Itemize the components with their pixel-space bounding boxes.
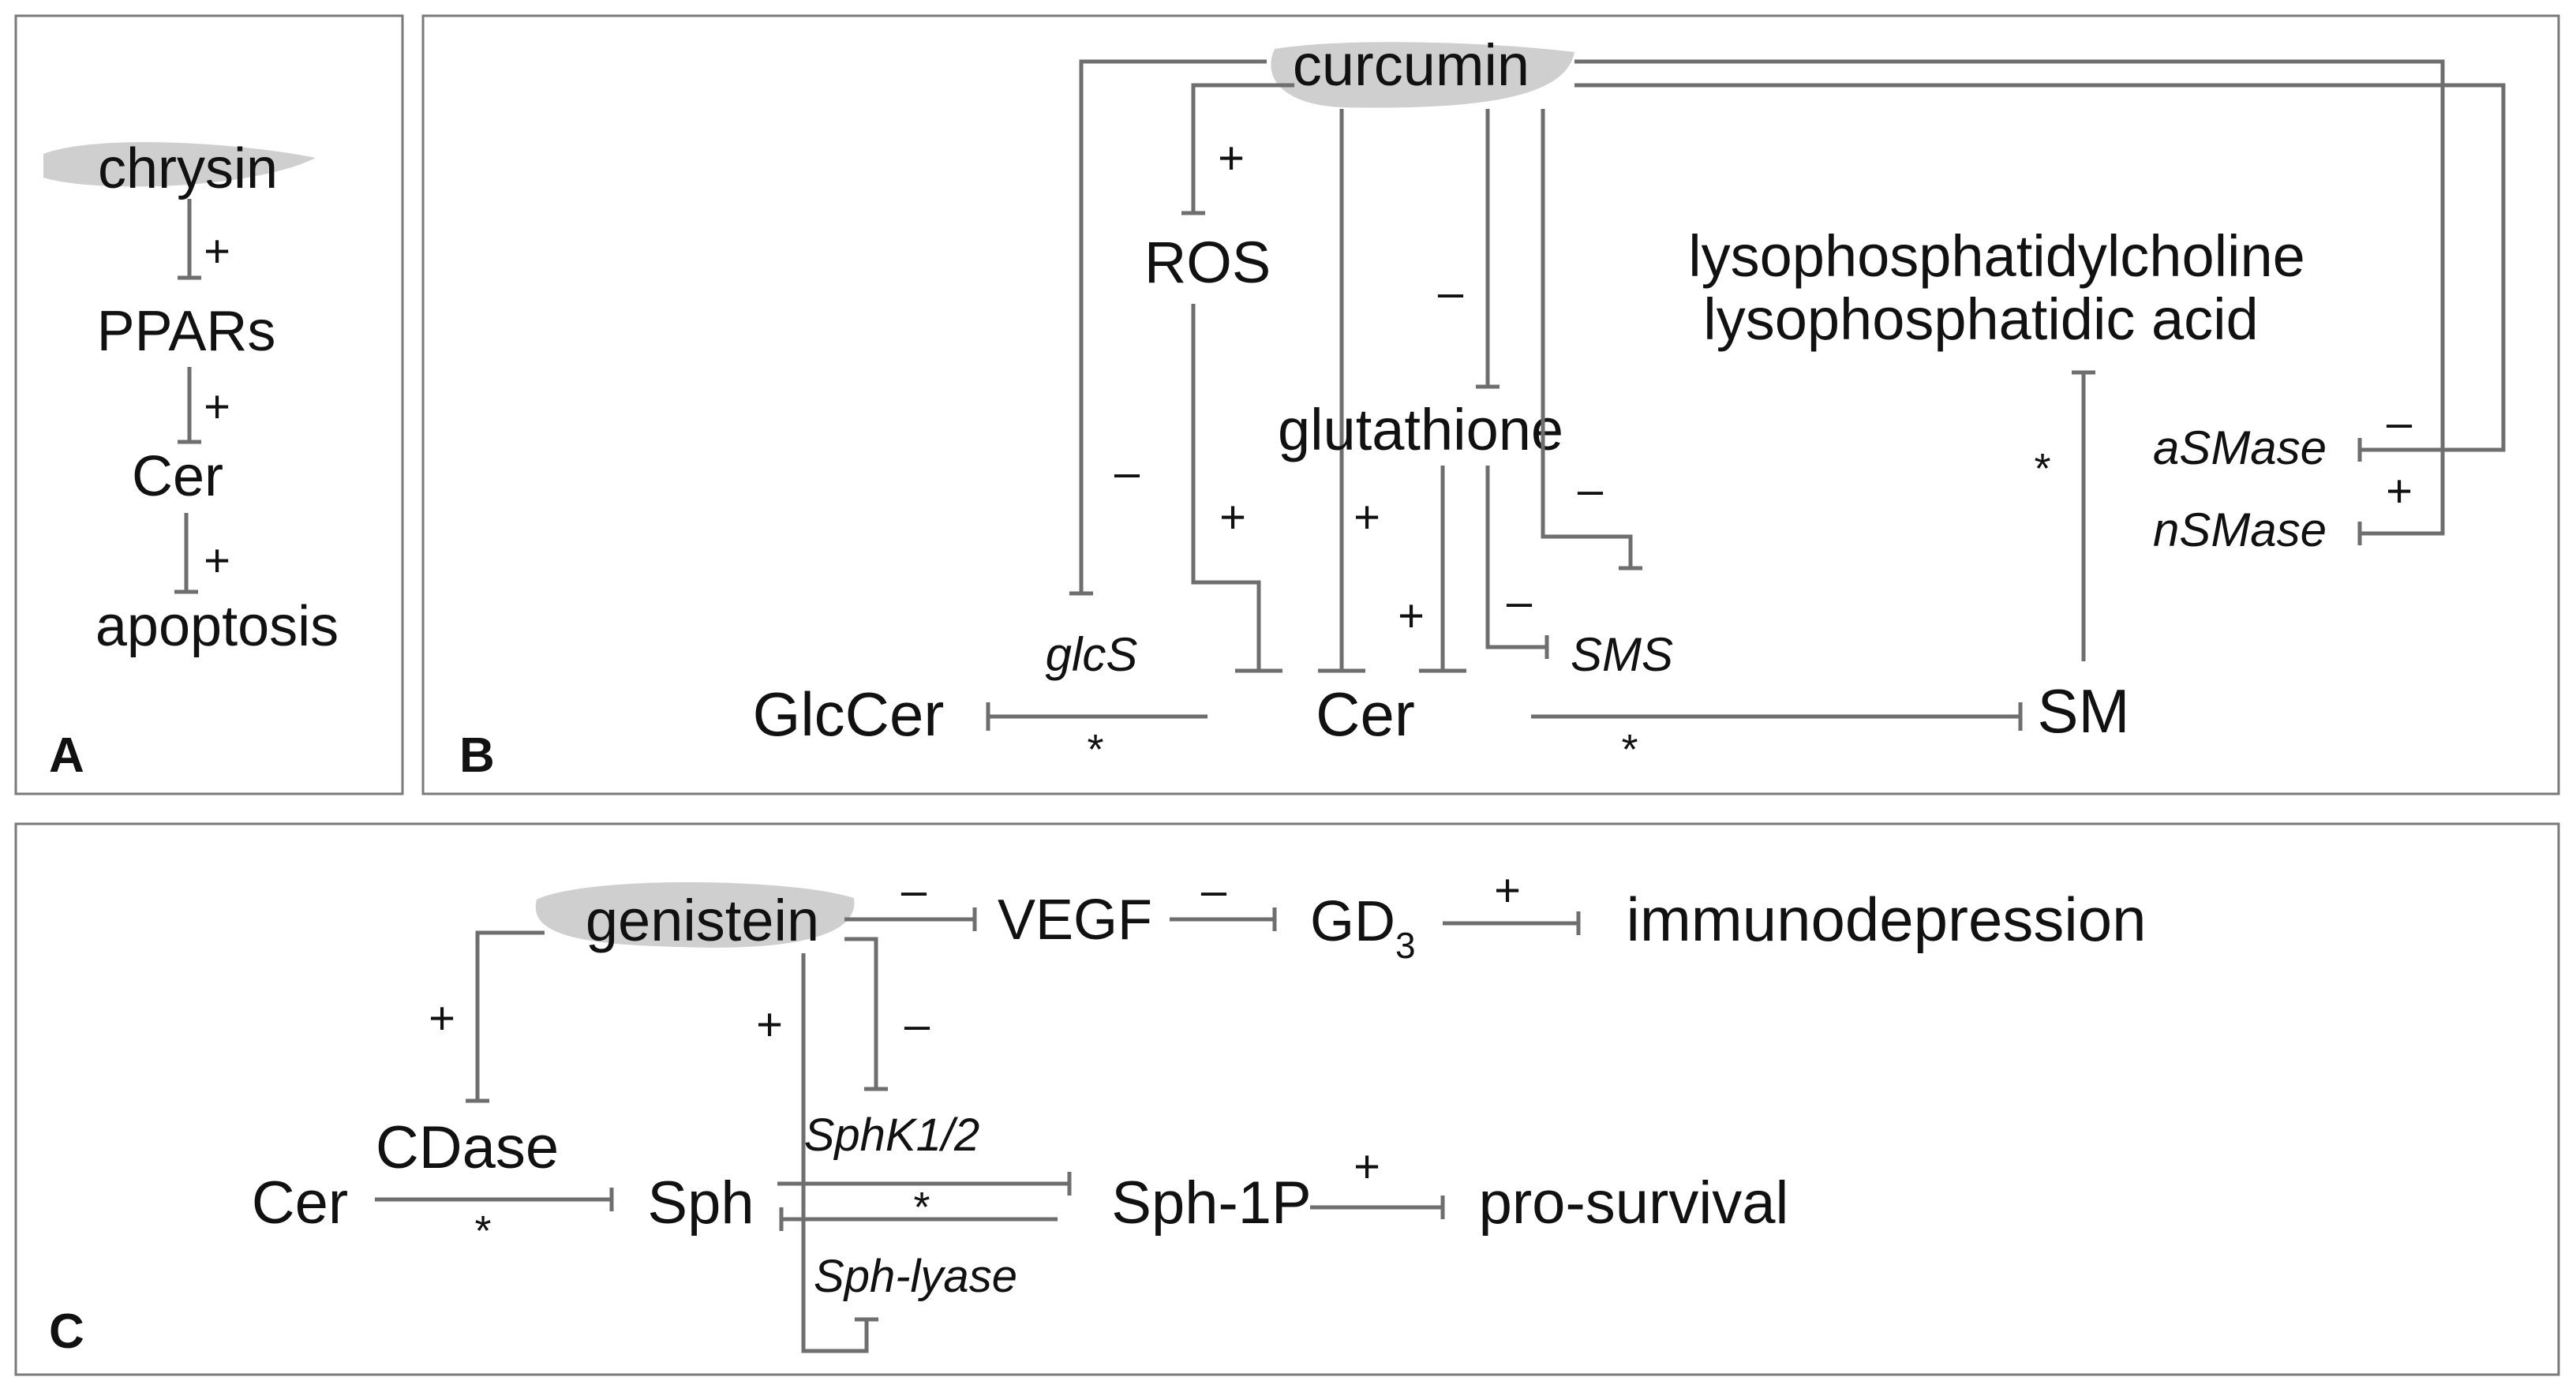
cer-sph-arrow [375, 1188, 614, 1211]
genistein-vegf-sign: – [901, 865, 927, 916]
asmase-label: aSMase [2153, 421, 2327, 474]
ros-cer-sign: + [1219, 492, 1246, 543]
glutathione-label: glutathione [1278, 397, 1563, 462]
curcumin-ros-sign: + [1218, 133, 1245, 184]
glutathione-sms-sign: – [1507, 576, 1533, 627]
genistein-cdase-sign: + [429, 993, 455, 1044]
genistein-lyase-sign: + [756, 999, 783, 1050]
glutathione-cer-sign: + [1398, 590, 1425, 642]
lysophosphatidylcholine-label: lysophosphatidylcholine [1688, 223, 2305, 289]
prosurvival-label: pro-survival [1479, 1169, 1789, 1237]
panel-a-letter: A [49, 728, 84, 783]
curcumin-asmase-sign: – [2387, 397, 2413, 448]
genistein-highlight [535, 882, 855, 948]
curcumin-label: curcumin [1293, 32, 1530, 98]
curcumin-glcs-arrow [1069, 59, 1267, 596]
curcumin-cer-arrow [1318, 109, 1365, 673]
panel-c: genistein – VEGF – GD3 + immunodepressio… [14, 822, 2560, 1376]
curcumin-cer-sign: + [1354, 492, 1380, 543]
sph-label: Sph [647, 1169, 754, 1237]
panel-b: curcumin – + ROS + + – glutathione + – –… [421, 14, 2560, 795]
panel-a-frame [14, 14, 404, 795]
chrysin-label: chrysin [98, 137, 278, 200]
genistein-label: genistein [586, 888, 819, 953]
vegf-gd3-arrow [1170, 907, 1277, 931]
apoptosis-label: apoptosis [95, 595, 339, 658]
nsmase-label: nSMase [2153, 503, 2327, 556]
sph-sph1p-arrow [777, 1172, 1072, 1196]
gd3-label: GD3 [1310, 890, 1416, 966]
sm-lyso-star: * [2034, 445, 2050, 492]
sm-lyso-arrow [2072, 370, 2095, 661]
vegf-label: VEGF [998, 889, 1152, 952]
sphk-label: SphK1/2 [804, 1109, 980, 1161]
sph-lyase-label: Sph-lyase [814, 1251, 1017, 1302]
curcumin-sms-arrow [1541, 109, 1642, 571]
ppars-cer-sign: + [204, 381, 230, 432]
curcumin-nsmase-arrow [1574, 59, 2445, 545]
genistein-cdase-arrow [466, 930, 545, 1103]
curcumin-asmase-arrow [1574, 83, 2506, 462]
cer-sph-star: * [474, 1207, 491, 1255]
curcumin-highlight [1271, 42, 1574, 108]
sph-sph1p-star: * [913, 1184, 930, 1231]
sph1p-prosurvival-sign: + [1354, 1141, 1380, 1192]
gd3-immuno-arrow [1443, 911, 1581, 935]
gd3-subscript: 3 [1395, 925, 1416, 966]
panel-b-letter: B [459, 728, 495, 783]
genistein-lyase-arrow [801, 953, 878, 1353]
ros-label: ROS [1144, 230, 1271, 295]
sph1p-prosurvival-arrow [1310, 1196, 1445, 1219]
vegf-gd3-sign: – [1201, 865, 1227, 916]
cer-apoptosis-arrow [174, 513, 198, 594]
curcumin-sms-sign: – [1578, 464, 1604, 515]
genistein-sphk-arrow [844, 937, 888, 1091]
cer-sm-arrow [1531, 702, 2023, 731]
glcs-label: glcS [1046, 628, 1138, 681]
cer-sm-star: * [1621, 726, 1638, 773]
cer-label-a: Cer [132, 445, 223, 508]
ros-cer-arrow [1191, 304, 1282, 673]
panel-c-frame [14, 822, 2560, 1376]
curcumin-nsmase-sign: + [2386, 466, 2413, 517]
curcumin-glutathione-arrow [1476, 109, 1500, 389]
cer-glccer-arrow [986, 702, 1208, 731]
cer-apoptosis-sign: + [204, 535, 230, 586]
curcumin-ros-arrow [1181, 83, 1294, 215]
chrysin-ppars-sign: + [204, 226, 230, 277]
chrysin-highlight [43, 142, 316, 187]
gd3-immuno-sign: + [1494, 865, 1521, 916]
cer-glccer-star: * [1087, 726, 1103, 773]
sm-label: SM [2038, 676, 2130, 746]
gd3-base: GD [1310, 890, 1395, 953]
immunodepression-label: immunodepression [1626, 885, 2146, 954]
glutathione-cer-arrow [1419, 466, 1466, 673]
cdase-label: CDase [376, 1114, 559, 1181]
ppars-cer-arrow [178, 367, 201, 444]
genistein-sphk-sign: – [904, 999, 930, 1050]
glccer-label: GlcCer [753, 679, 945, 749]
chrysin-ppars-arrow [178, 199, 201, 280]
panel-a: chrysin + PPARs + Cer + apoptosis A [14, 14, 404, 795]
cer-label-b: Cer [1316, 679, 1415, 749]
curcumin-glcs-sign: – [1114, 447, 1140, 498]
ppars-label: PPARs [97, 300, 276, 363]
sph1p-sph-arrow [779, 1207, 1058, 1231]
genistein-vegf-arrow [844, 907, 977, 931]
curcumin-glutathione-sign: – [1438, 267, 1464, 318]
cer-label-c: Cer [252, 1169, 348, 1237]
panel-b-frame [421, 14, 2560, 795]
panel-c-letter: C [49, 1304, 84, 1359]
sms-label: SMS [1571, 628, 1673, 681]
lysophosphatidic-acid-label: lysophosphatidic acid [1703, 286, 2258, 352]
sph1p-label: Sph-1P [1111, 1169, 1312, 1237]
glutathione-sms-arrow [1485, 466, 1549, 659]
